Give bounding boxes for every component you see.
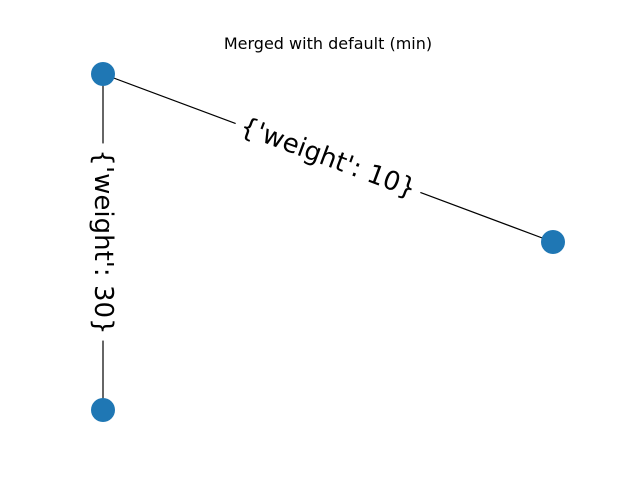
edge-label-background bbox=[86, 143, 120, 341]
node-right bbox=[541, 230, 565, 254]
node-top-left bbox=[91, 62, 115, 86]
edge-label-background bbox=[229, 107, 427, 209]
edge-label-group-1: {'weight': 30} bbox=[86, 143, 120, 341]
nodes-layer bbox=[91, 62, 565, 422]
edge-label: {'weight': 30} bbox=[88, 149, 118, 334]
node-bottom-left bbox=[91, 398, 115, 422]
figure-title: Merged with default (min) bbox=[224, 34, 432, 53]
